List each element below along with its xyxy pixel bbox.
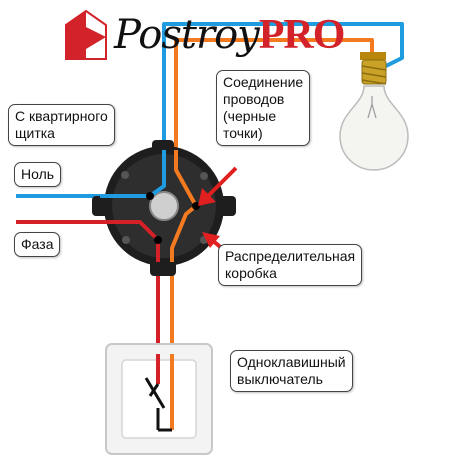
label-junction-box: Распределительная коробка [218, 244, 363, 286]
logo-suffix: PRO [258, 12, 346, 58]
label-connection: Соединение проводов (черные точки) [216, 70, 311, 146]
switch-icon [105, 343, 213, 455]
label-from-panel: С квартирного щитка [8, 104, 115, 146]
connection-point [146, 192, 154, 200]
connection-point [192, 202, 200, 210]
label-phase: Фаза [14, 232, 61, 257]
light-bulb-icon [339, 52, 409, 171]
label-switch: Одноклавишный выключатель [230, 350, 353, 392]
logo: Postroy PRO [64, 8, 346, 62]
house-logo-icon [65, 9, 107, 60]
logo-name: Postroy [114, 12, 260, 58]
connection-point [154, 236, 162, 244]
label-neutral: Ноль [14, 162, 62, 187]
indicator-arrow [198, 166, 238, 206]
